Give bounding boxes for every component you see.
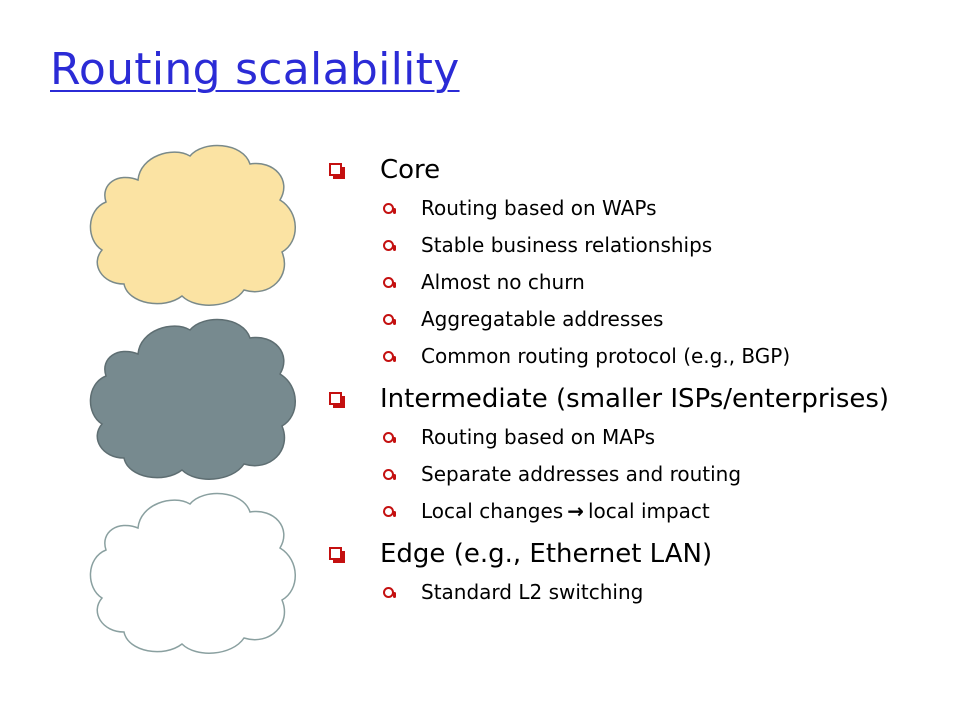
slide-title: Routing scalability — [50, 44, 460, 95]
intermediate-cloud-icon — [89, 318, 296, 480]
sub-bullet: Aggregatable addresses — [326, 301, 956, 338]
sub-bullet: Common routing protocol (e.g., BGP) — [326, 338, 956, 375]
section-edge: Edge (e.g., Ethernet LAN) Standard L2 sw… — [326, 534, 956, 611]
circle-bullet-icon — [383, 587, 396, 598]
bullet-list: Core Routing based on WAPs Stable busine… — [326, 150, 956, 611]
bullet-core: Core — [326, 150, 956, 190]
section-core: Core Routing based on WAPs Stable busine… — [326, 150, 956, 375]
bullet-edge: Edge (e.g., Ethernet LAN) — [326, 534, 956, 574]
core-cloud-icon — [89, 144, 296, 306]
sub-bullet-text: Routing based on WAPs — [421, 196, 657, 220]
square-bullet-icon — [329, 392, 345, 408]
sub-bullet-text: Routing based on MAPs — [421, 425, 656, 449]
circle-bullet-icon — [383, 432, 396, 443]
bullet-intermediate: Intermediate (smaller ISPs/enterprises) — [326, 379, 956, 419]
sub-bullet: Separate addresses and routing — [326, 456, 956, 493]
circle-bullet-icon — [383, 203, 396, 214]
sub-bullet-text: Local changes — [421, 499, 564, 523]
sub-bullet-text: Standard L2 switching — [421, 580, 644, 604]
sub-bullet: Local changes→local impact — [326, 493, 956, 530]
circle-bullet-icon — [383, 469, 396, 480]
circle-bullet-icon — [383, 240, 396, 251]
circle-bullet-icon — [383, 351, 396, 362]
circle-bullet-icon — [383, 314, 396, 325]
circle-bullet-icon — [383, 277, 396, 288]
circle-bullet-icon — [383, 506, 396, 517]
sub-bullet-text: Almost no churn — [421, 270, 585, 294]
right-arrow-icon: → — [567, 499, 584, 523]
sub-bullet-text: Common routing protocol (e.g., BGP) — [421, 344, 791, 368]
heading-edge: Edge (e.g., Ethernet LAN) — [380, 539, 713, 569]
sub-bullet-text: Stable business relationships — [421, 233, 713, 257]
sub-bullet: Routing based on WAPs — [326, 190, 956, 227]
sub-bullet: Almost no churn — [326, 264, 956, 301]
edge-cloud-icon — [89, 492, 296, 654]
heading-core: Core — [380, 155, 441, 185]
sub-bullet: Routing based on MAPs — [326, 419, 956, 456]
heading-intermediate: Intermediate (smaller ISPs/enterprises) — [380, 384, 890, 414]
sub-bullet-text: Aggregatable addresses — [421, 307, 664, 331]
square-bullet-icon — [329, 547, 345, 563]
section-intermediate: Intermediate (smaller ISPs/enterprises) … — [326, 379, 956, 530]
sub-bullet-text: local impact — [587, 499, 710, 523]
sub-bullet: Standard L2 switching — [326, 574, 956, 611]
sub-bullet: Stable business relationships — [326, 227, 956, 264]
square-bullet-icon — [329, 163, 345, 179]
sub-bullet-text: Separate addresses and routing — [421, 462, 742, 486]
